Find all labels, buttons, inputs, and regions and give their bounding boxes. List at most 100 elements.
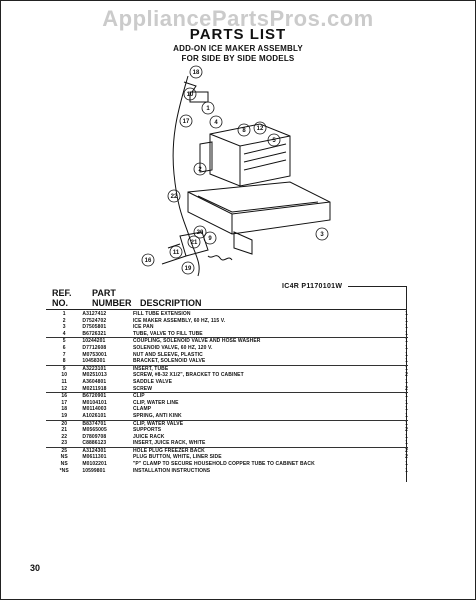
description-cell: SUPPORTS (132, 427, 162, 434)
part-number-cell: A3223101 (82, 365, 107, 372)
part-number-cell: B6720901 (82, 393, 107, 400)
part-number-cell: M0611301 (82, 454, 107, 461)
callout-label: 20 (197, 230, 204, 236)
callout-19 (181, 261, 195, 275)
ref-cell: 10 (61, 372, 68, 379)
ref-cell: 4 (46, 330, 83, 339)
quantity-cell: 1 (405, 351, 408, 358)
description-cell: COUPLING, SOLENOID VALVE AND HOSE WASHER (132, 338, 261, 345)
description-cell: INSERT, JUICE RACK, WHITE (132, 440, 392, 448)
part-number-header: PART NUMBER (92, 288, 132, 308)
description-cell: SCREW (132, 385, 392, 394)
quantity-cell: 1 (405, 365, 408, 372)
ref-no-header: REF. NO. (52, 288, 72, 308)
callout-label: 8 (242, 128, 246, 134)
callout-label: 2 (198, 167, 202, 173)
description-cell: CLIP (132, 393, 145, 400)
support-bracket (233, 231, 253, 255)
callout-17 (179, 114, 193, 128)
description-cell: SADDLE VALVE (132, 378, 173, 385)
ref-cell: 20 (61, 420, 68, 427)
water-line-tube-lower (189, 238, 200, 277)
table-row: 16 B6720901 CLIP 1 (46, 393, 408, 400)
description-cell: PLUG BUTTON, WHITE, LINER SIDE (132, 454, 222, 461)
ref-cell: 12 (46, 385, 83, 394)
header-rule (46, 309, 406, 310)
part-number-cell: D7712608 (82, 344, 107, 351)
callout-8 (237, 123, 251, 137)
quantity-cell: 1 (405, 393, 408, 400)
quantity-cell: 1 (405, 378, 408, 385)
callout-11 (169, 245, 183, 259)
callout-label: 5 (272, 138, 276, 144)
callout-label: 19 (185, 266, 192, 272)
description-cell: FILL TUBE EXTENSION (132, 311, 191, 317)
ice-maker-body (209, 123, 291, 187)
description-cell: ICE MAKER ASSEMBLY, 60 HZ, 115 V. (132, 317, 226, 324)
quantity-cell: 1 (405, 467, 408, 474)
description-cell: BRACKET, SOLENOID VALVE (132, 358, 392, 366)
part-number-cell: M0211918 (82, 385, 133, 394)
quantity-cell: 1 (391, 330, 408, 339)
quantity-cell: 2 (391, 385, 408, 394)
quantity-cell: 1 (405, 311, 408, 317)
part-number-cell: M0104101 (82, 399, 107, 406)
quantity-cell: 1 (405, 433, 408, 440)
quantity-cell: 1 (405, 461, 408, 468)
callout-label: 1 (206, 106, 210, 112)
page-number: 30 (30, 563, 41, 573)
callout-9 (203, 231, 217, 245)
part-number-cell: D7505801 (82, 324, 107, 331)
quantity-cell: 2 (405, 427, 408, 434)
callout-2 (193, 162, 207, 176)
quantity-cell: 1 (405, 420, 408, 427)
quantity-cell: 1 (405, 317, 408, 324)
callout-label: 21 (191, 240, 198, 246)
ref-cell: 18 (61, 406, 68, 413)
part-number-cell: A3604801 (82, 378, 107, 385)
ref-cell: 16 (61, 393, 68, 400)
callout-3 (315, 227, 329, 241)
quantity-cell: 1 (391, 412, 408, 421)
model-code: IC4R P1170101W (282, 283, 343, 290)
part-number-cell: D7524702 (82, 317, 107, 324)
ref-cell: 8 (46, 358, 83, 366)
part-number-cell: A1026101 (82, 412, 133, 421)
part-number-cell: D7809708 (82, 433, 107, 440)
quantity-cell: 1 (391, 440, 408, 448)
part-number-cell: M0102201 (82, 461, 107, 468)
table-row: 7 M0753001 NUT AND SLEEVE, PLASTIC 1 (46, 352, 408, 359)
callout-label: 9 (208, 236, 212, 242)
ref-cell: 7 (62, 351, 66, 358)
description-cell: NUT AND SLEEVE, PLASTIC (132, 351, 203, 358)
solenoid-valve (179, 231, 209, 257)
callout-label: 18 (193, 70, 200, 76)
description-cell: ICE PAN (132, 324, 154, 331)
assembly-subtitle: ADD-ON ICE MAKER ASSEMBLY (173, 44, 303, 53)
callout-label: 16 (145, 258, 152, 264)
part-number-cell: M0753001 (82, 351, 107, 358)
quantity-cell: 2 (405, 372, 408, 379)
ref-cell: 25 (61, 447, 68, 454)
callout-10 (183, 87, 197, 101)
ref-cell: 23 (46, 440, 83, 448)
part-number-cell: C8886123 (82, 440, 133, 448)
ref-cell: 1 (62, 311, 66, 317)
description-cell: CLIP, WATER LINE (132, 399, 179, 406)
part-number-cell: M0251013 (82, 372, 107, 379)
callout-label: 4 (214, 120, 218, 126)
description-cell: SOLENOID VALVE, 60 HZ, 120 V. (132, 344, 213, 351)
quantity-cell: 1 (405, 399, 408, 406)
ref-cell: *NS (59, 467, 69, 474)
ref-cell: 11 (61, 378, 67, 385)
